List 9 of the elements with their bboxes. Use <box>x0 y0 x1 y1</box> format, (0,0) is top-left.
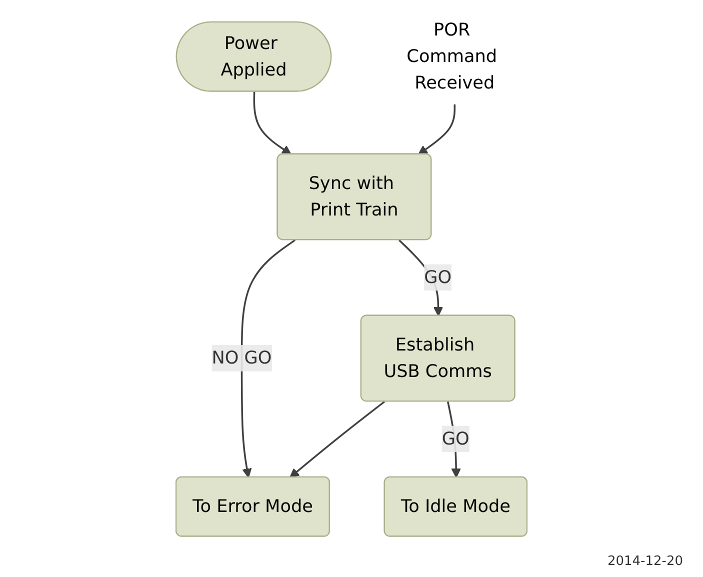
arrow <box>253 92 292 155</box>
edge-label: GO <box>424 266 452 288</box>
arrow <box>290 400 386 478</box>
edge-label: GO <box>442 428 470 449</box>
arrow <box>418 104 456 155</box>
edge-label: NO GO <box>212 347 272 368</box>
node-text: POR Command Received <box>406 19 498 93</box>
arrow <box>240 239 296 478</box>
date-label: 2014-12-20 <box>607 554 683 569</box>
